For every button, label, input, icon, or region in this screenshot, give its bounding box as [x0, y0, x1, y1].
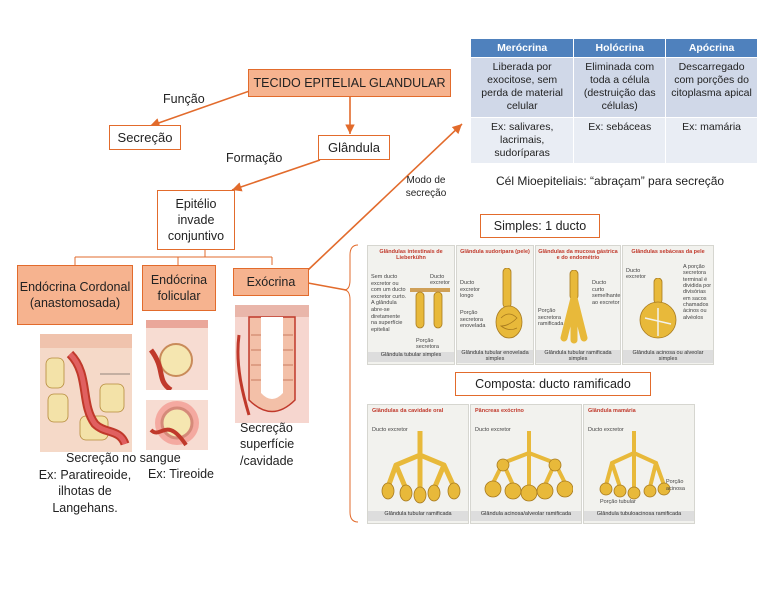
- formacao-label: Formação: [226, 151, 283, 165]
- endocrina-cordonal-text: Endócrina Cordonal (anastomosada): [19, 279, 131, 310]
- panel-note: Porção secretora ramificada: [538, 308, 564, 328]
- root-title-box: TECIDO EPITELIAL GLANDULAR: [248, 69, 451, 97]
- coiled-gland-icon: [495, 268, 523, 339]
- table-cell: Ex: salivares, lacrimais, sudoríparas: [469, 116, 575, 164]
- exocrina-illustration: [235, 305, 309, 423]
- table-row: Ex: salivares, lacrimais, sudoríparas Ex…: [469, 116, 758, 164]
- panel-note: Ducto excretor: [626, 268, 646, 280]
- composta-text: Composta: ducto ramificado: [475, 377, 631, 391]
- panel-title: Glândulas intestinais de Lieberkühn: [379, 249, 443, 261]
- glandula-text: Glândula: [327, 140, 381, 155]
- modo-secrecao-text: Modo de secreção: [405, 175, 447, 199]
- simples-text: Simples: 1 ducto: [493, 219, 587, 233]
- composta-panel-1: Glândulas da cavidade oral Ducto excreto…: [367, 404, 469, 524]
- exocrina-box: Exócrina: [233, 268, 309, 296]
- table-cell: Ex: mamária: [665, 116, 758, 164]
- panel-title: Glândula sudorípara (pele): [460, 249, 530, 255]
- panel-note: Porção secretora enovelada: [460, 310, 486, 330]
- tubuloacinar-gland-icon: [599, 431, 671, 500]
- panel-footer: Glândula tubular enovelada simples: [457, 350, 533, 363]
- table-header-row: Merócrina Holócrina Apócrina: [469, 38, 758, 58]
- folicular-illustration: [146, 320, 208, 450]
- simples-panel-4: Glândulas sebáceas da pele Ducto excreto…: [622, 245, 714, 365]
- table-cell: Ex: sebáceas: [573, 116, 667, 164]
- composta-box: Composta: ducto ramificado: [455, 372, 651, 396]
- modo-secrecao-label: Modo de secreção: [405, 175, 447, 200]
- secrecao-superficie-text: Secreção superfície /cavidade: [240, 421, 295, 468]
- panel-note: Ducto excretor: [588, 427, 624, 433]
- simples-panel-1: Glândulas intestinais de Lieberkühn Sem …: [367, 245, 455, 365]
- glandula-box: Glândula: [318, 135, 390, 160]
- panel-footer: Glândula tubular simples: [368, 352, 454, 362]
- composta-panel-2: Pâncreas exócrino Ducto excretor Glândul…: [470, 404, 582, 524]
- panel-footer: Glândula acinosa/alveolar ramificada: [471, 511, 581, 521]
- ex-tireoide: Ex: Tireoide: [148, 467, 215, 481]
- panel-footer: Glândula tubular ramificada: [368, 511, 468, 521]
- simples-panel-2: Glândula sudorípara (pele) Ducto excreto…: [456, 245, 534, 365]
- panel-note: Sem ducto excretor ou com um ducto excre…: [371, 274, 407, 333]
- table-header-apocrina: Apócrina: [665, 38, 758, 58]
- ex-paratireoide-text: Ex: Paratireoide, ilhotas de Langehans.: [38, 468, 132, 515]
- secrecao-box: Secreção: [109, 125, 181, 150]
- endocrina-folicular-text: Endócrina folicular: [150, 272, 208, 303]
- mioepiteliais-note: Cél Mioepiteliais: “abraçam” para secreç…: [496, 174, 725, 188]
- simples-box: Simples: 1 ducto: [480, 214, 600, 238]
- panel-title: Glândula mamária: [588, 408, 636, 414]
- panel-note: Porção tubular: [600, 499, 636, 505]
- epitelio-text: Epitélio invade conjuntivo: [167, 196, 225, 244]
- ex-paratireoide: Ex: Paratireoide, ilhotas de Langehans.: [30, 467, 140, 516]
- endocrina-cordonal-box: Endócrina Cordonal (anastomosada): [17, 265, 133, 325]
- table-cell: Descarregado com porções do citoplasma a…: [665, 57, 758, 118]
- panel-note: A porção secretora terminal é dividida p…: [683, 264, 712, 321]
- table-cell: Liberada por exocitose, sem perda de mat…: [469, 57, 575, 118]
- compound-tubular-gland-icon: [381, 431, 461, 504]
- panel-note: Porção secretora: [416, 338, 439, 350]
- table-row: Liberada por exocitose, sem perda de mat…: [469, 57, 758, 118]
- panel-title: Pâncreas exócrino: [475, 408, 524, 414]
- epitelio-box: Epitélio invade conjuntivo: [157, 190, 235, 250]
- table-header-merocrina: Merócrina: [469, 38, 575, 58]
- branched-gland-icon: [560, 270, 588, 344]
- panel-note: Porção acinosa: [666, 479, 685, 492]
- panel-title: Glândulas da mucosa gástrica e do endomé…: [538, 249, 618, 261]
- secrecao-superficie: Secreção superfície /cavidade: [240, 420, 310, 469]
- tubular-gland-icon: [410, 288, 450, 329]
- root-title: TECIDO EPITELIAL GLANDULAR: [253, 76, 446, 90]
- secretion-mode-table: Merócrina Holócrina Apócrina Liberada po…: [469, 38, 758, 164]
- secrecao-text: Secreção: [117, 130, 173, 145]
- panel-title: Glândulas da cavidade oral: [372, 408, 444, 414]
- simples-panel-3: Glândulas da mucosa gástrica e do endomé…: [535, 245, 621, 365]
- acinar-gland-icon: [639, 278, 677, 339]
- panel-footer: Glândula acinosa ou alveolar simples: [623, 350, 713, 363]
- funcao-label: Função: [163, 92, 205, 106]
- panel-note: Ducto excretor: [475, 427, 511, 433]
- table-cell: Eliminada com toda a célula (destruição …: [573, 57, 667, 118]
- panel-footer: Glândula tubuloacinosa ramificada: [584, 511, 694, 521]
- table-header-holocrina: Holócrina: [573, 38, 667, 58]
- panel-footer: Glândula tubular ramificada simples: [536, 350, 620, 363]
- cordonal-illustration: [40, 334, 132, 452]
- panel-note: Ducto excretor longo: [460, 280, 480, 300]
- panel-title: Glândulas sebáceas da pele: [631, 249, 705, 255]
- panel-note: Ducto curto semelhante ao excretor: [592, 280, 621, 306]
- panel-note: Ducto excretor: [372, 427, 408, 433]
- secrecao-sangue: Secreção no sangue: [66, 451, 181, 465]
- compound-acinar-gland-icon: [484, 431, 573, 502]
- endocrina-folicular-box: Endócrina folicular: [142, 265, 216, 311]
- exocrina-text: Exócrina: [246, 275, 296, 289]
- composta-panel-3: Glândula mamária Ducto excretor Porção t…: [583, 404, 695, 524]
- panel-note: Ducto excretor: [430, 274, 450, 286]
